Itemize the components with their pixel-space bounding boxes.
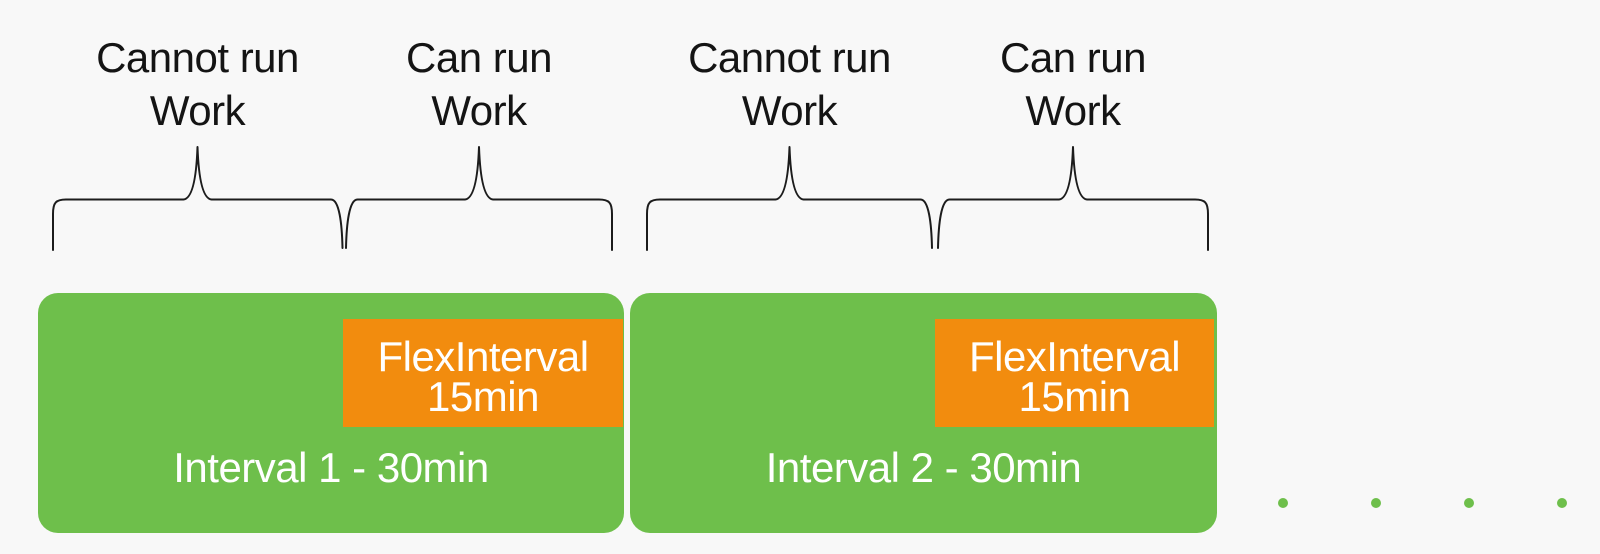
interval-2-box: FlexInterval 15min Interval 2 - 30min (630, 293, 1217, 533)
label-cannot-run-1: Cannot run Work (28, 31, 368, 137)
flex-interval-duration: 15min (427, 373, 539, 420)
label-line: Cannot run (96, 34, 299, 81)
label-can-run-2: Can run Work (903, 31, 1243, 137)
label-line: Work (149, 87, 246, 134)
ellipsis-dot (1464, 498, 1474, 508)
label-line: Cannot run (688, 34, 891, 81)
label-line: Can run (1000, 34, 1146, 81)
brace-cannot-run-1 (52, 146, 344, 251)
flex-interval-label: FlexInterval (968, 333, 1181, 380)
flex-interval-duration: 15min (1018, 373, 1131, 420)
interval-2-label: Interval 2 - 30min (765, 444, 1082, 491)
interval-1-label: Interval 1 - 30min (173, 444, 489, 491)
brace-can-run-1 (345, 146, 613, 251)
ellipsis-dot (1557, 498, 1567, 508)
label-line: Can run (406, 34, 552, 81)
brace-cannot-run-2 (646, 146, 933, 251)
flex-interval-1-box: FlexInterval 15min (343, 319, 623, 427)
label-line: Work (741, 87, 838, 134)
brace-can-run-2 (937, 146, 1209, 251)
interval-1-box: FlexInterval 15min Interval 1 - 30min (38, 293, 624, 533)
flex-interval-label: FlexInterval (377, 333, 589, 380)
ellipsis-dot (1371, 498, 1381, 508)
label-cannot-run-2: Cannot run Work (620, 31, 960, 137)
flex-interval-2-box: FlexInterval 15min (935, 319, 1214, 427)
ellipsis-dot (1278, 498, 1288, 508)
label-line: Work (1025, 87, 1121, 134)
label-can-run-1: Can run Work (309, 31, 649, 137)
label-line: Work (431, 87, 527, 134)
